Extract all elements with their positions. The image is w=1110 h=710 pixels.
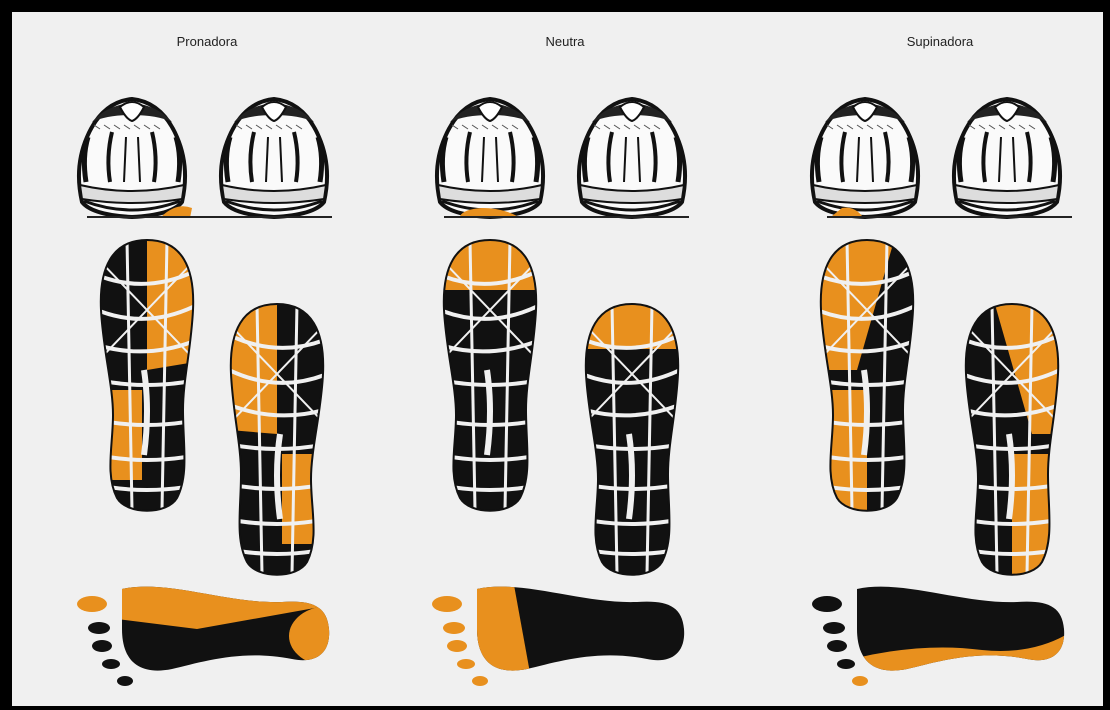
footprint-pronadora bbox=[77, 574, 369, 686]
footprint-neutra bbox=[432, 574, 702, 686]
shoe-rear-pronadora-left bbox=[79, 99, 185, 217]
foot-type-illustration bbox=[12, 12, 1103, 706]
shoe-rear-neutra-left bbox=[437, 99, 543, 217]
sole-pronadora-left bbox=[87, 230, 207, 520]
sole-neutra-left bbox=[430, 230, 550, 520]
sole-pronadora-right bbox=[217, 294, 337, 584]
shoe-rear-pronadora-right bbox=[221, 99, 327, 217]
shoe-rear-supinadora-left bbox=[812, 99, 918, 217]
sole-neutra-right bbox=[572, 294, 692, 584]
shoe-rear-neutra-right bbox=[579, 99, 685, 217]
diagram-panel: Pronadora Neutra Supinadora bbox=[12, 12, 1103, 706]
sole-supinadora-left bbox=[807, 230, 927, 520]
sole-supinadora-right bbox=[952, 294, 1072, 584]
shoe-rear-supinadora-right bbox=[954, 99, 1060, 217]
footprint-supinadora bbox=[812, 574, 1082, 686]
